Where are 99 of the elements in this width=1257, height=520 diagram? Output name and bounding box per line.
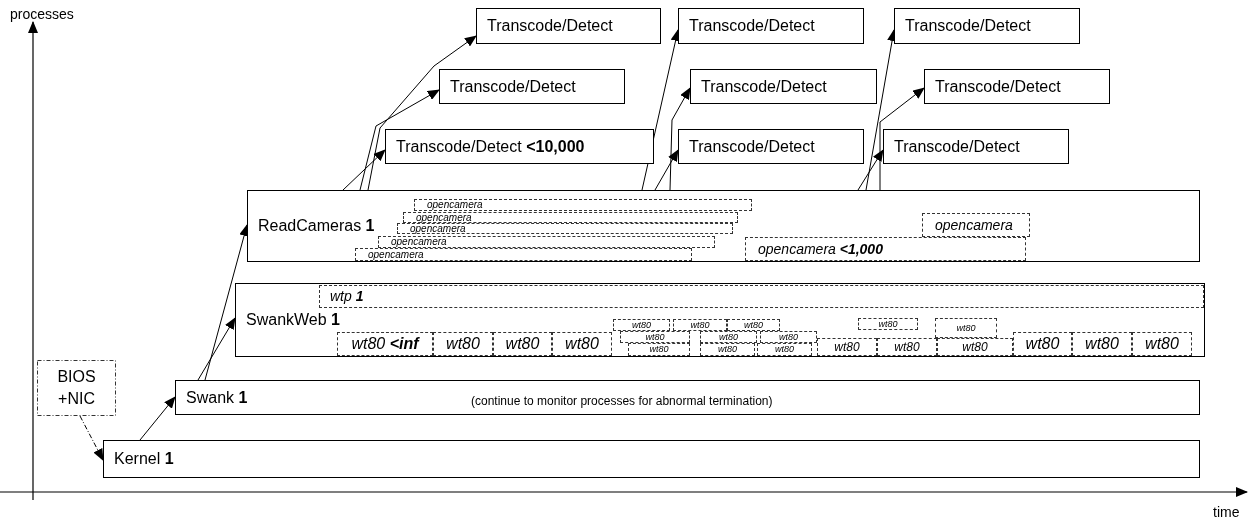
node-label: wt80: [690, 320, 710, 330]
process-box: [175, 380, 1200, 415]
axis-label: time: [1213, 503, 1240, 520]
node-label: wt80: [779, 332, 798, 342]
dashed-process-box: [433, 332, 493, 356]
dashed-process-box: [937, 338, 1013, 356]
node-label: opencamera <1,000: [758, 239, 883, 259]
dashed-process-box: [552, 332, 612, 356]
node-label: opencamera: [368, 249, 424, 260]
process-box: [678, 8, 864, 44]
process-box: [235, 283, 1205, 357]
node-label: wt80: [505, 334, 540, 354]
dashed-process-box: [877, 338, 937, 356]
node-label: Transcode/Detect: [905, 16, 1031, 36]
dashed-process-box: [620, 331, 690, 343]
dashed-process-box: [757, 343, 812, 356]
process-box: [385, 129, 654, 164]
node-label: wt80: [962, 341, 988, 353]
node-label: wt80: [719, 332, 738, 342]
node-label: wt80: [645, 332, 665, 342]
node-label: wtp 1: [330, 287, 364, 306]
node-label: wt80: [565, 334, 599, 354]
node-label: wt80: [649, 345, 669, 354]
dashed-process-box: [673, 319, 727, 331]
dashed-process-box: [922, 213, 1030, 237]
arrow: [197, 317, 236, 381]
process-box: [476, 8, 661, 44]
dashed-process-box: [403, 212, 738, 223]
node-label: wt80: [744, 320, 763, 330]
note-text: (continue to monitor processes for abnormal termination): [471, 393, 773, 410]
arrow: [857, 149, 884, 191]
node-label: wt80: [632, 320, 651, 330]
arrow: [79, 415, 104, 461]
dashed-process-box: [493, 332, 552, 356]
node-label: wt80: [718, 345, 737, 354]
node-label: wt80: [894, 341, 920, 353]
dashed-process-box: [745, 237, 1026, 261]
node-label: SwankWeb 1: [246, 310, 340, 330]
node-label: wt80: [956, 323, 976, 333]
dashed-process-box: [628, 343, 690, 356]
process-box: [678, 129, 864, 164]
dashed-process-box: [337, 332, 433, 356]
node-label: opencamera: [416, 212, 472, 223]
arrow: [359, 89, 440, 191]
node-label: Transcode/Detect: [894, 136, 1020, 157]
node-label: opencamera: [427, 200, 483, 210]
node-label: opencamera: [391, 237, 447, 247]
arrow: [139, 396, 176, 441]
arrow: [654, 149, 679, 191]
process-box: [103, 440, 1200, 478]
dashed-process-box: [378, 236, 715, 248]
node-label: BIOS +NIC: [56, 367, 97, 409]
process-box: [924, 69, 1110, 104]
node-label: Swank 1: [186, 387, 248, 408]
node-label: wt80: [1025, 334, 1060, 354]
dashed-process-box: [319, 285, 1204, 308]
node-label: Kernel 1: [114, 449, 174, 469]
node-label: wt80: [1085, 334, 1119, 354]
dashed-process-box: [1013, 332, 1072, 356]
dashed-process-box: [1072, 332, 1132, 356]
node-label: wt80 <inf: [351, 334, 419, 354]
node-label: ReadCameras 1: [258, 216, 375, 236]
process-box: [690, 69, 877, 104]
dashed-process-box: [1132, 332, 1192, 356]
dashed-process-box: [760, 331, 817, 343]
dashed-process-box: [414, 199, 752, 211]
dashed-process-box: [700, 331, 757, 343]
arrow: [669, 87, 691, 191]
process-box: [439, 69, 625, 104]
arrow: [342, 149, 386, 191]
dashed-process-box: [858, 318, 918, 330]
node-label: Transcode/Detect: [487, 16, 613, 36]
node-label: opencamera: [935, 215, 1013, 235]
node-label: Transcode/Detect <10,000: [396, 136, 585, 157]
dashed-process-box: [397, 223, 733, 234]
arrow: [367, 35, 477, 191]
dashed-process-box: [817, 338, 877, 356]
node-label: wt80: [775, 345, 794, 354]
axis-label: processes: [10, 5, 74, 24]
node-label: wt80: [878, 319, 898, 329]
process-box: [894, 8, 1080, 44]
node-label: Transcode/Detect: [450, 76, 576, 97]
node-label: Transcode/Detect: [689, 16, 815, 36]
dashed-process-box: [613, 319, 670, 331]
node-label: wt80: [446, 334, 480, 354]
dashed-process-box: [935, 318, 997, 338]
arrow: [879, 87, 925, 191]
node-label: wt80: [1145, 334, 1179, 354]
node-label: wt80: [834, 341, 860, 353]
dashed-process-box: [355, 248, 692, 261]
process-box: [247, 190, 1200, 262]
node-label: opencamera: [410, 223, 466, 234]
dashed-process-box: [727, 319, 780, 331]
node-label: Transcode/Detect: [689, 136, 815, 157]
arrow: [204, 224, 249, 381]
node-label: Transcode/Detect: [935, 76, 1061, 97]
process-box: [883, 129, 1069, 164]
node-label: Transcode/Detect: [701, 76, 827, 97]
dashed-process-box: [700, 343, 755, 356]
